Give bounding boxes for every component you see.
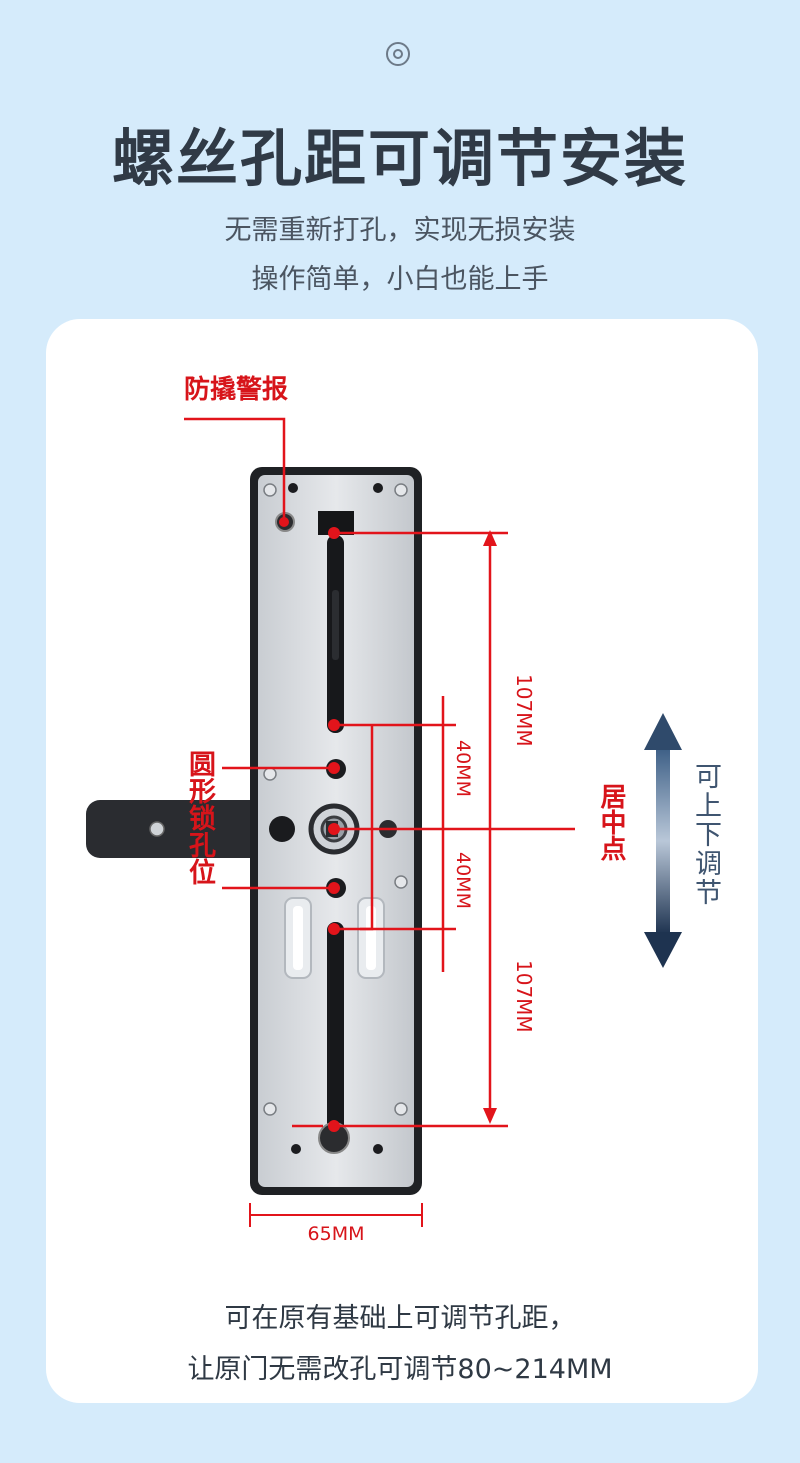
left-spindle-hole — [269, 816, 295, 842]
dim-bottom-label: 107MM — [512, 960, 536, 1033]
dim-mid-lower-label: 40MM — [452, 852, 474, 909]
top-circle-icon — [386, 42, 410, 66]
page-title: 螺丝孔距可调节安装 — [111, 122, 688, 195]
dim-width-label: 65MM — [307, 1223, 365, 1245]
caption-line-1: 可在原有基础上可调节孔距， — [224, 1303, 576, 1334]
dimension-lines — [184, 417, 575, 1128]
handle-screw — [149, 821, 165, 837]
plate-small-holes — [288, 483, 383, 1154]
dimension-arrowheads — [483, 530, 497, 1124]
plate-screws — [263, 483, 408, 1116]
center-point-label: 居中点 — [596, 783, 626, 861]
subtitle-line-1: 无需重新打孔，实现无损安装 — [224, 215, 576, 246]
caption-line-2: 让原门无需改孔可调节80~214MM — [187, 1354, 613, 1385]
lock-handle — [86, 800, 266, 858]
adjust-up-down-label: 可上下调节 — [690, 762, 721, 907]
width-dimension — [249, 1203, 423, 1227]
tamper-alarm-label: 防撬警报 — [184, 375, 289, 405]
subtitle-line-2: 操作简单，小白也能上手 — [251, 264, 549, 295]
lower-slot — [327, 922, 344, 1132]
round-lock-hole-label: 圆形锁孔位 — [184, 750, 215, 885]
adjust-arrow — [644, 713, 682, 968]
red-dots — [279, 517, 340, 1132]
dim-top-label: 107MM — [512, 674, 536, 747]
dim-mid-upper-label: 40MM — [452, 740, 474, 797]
